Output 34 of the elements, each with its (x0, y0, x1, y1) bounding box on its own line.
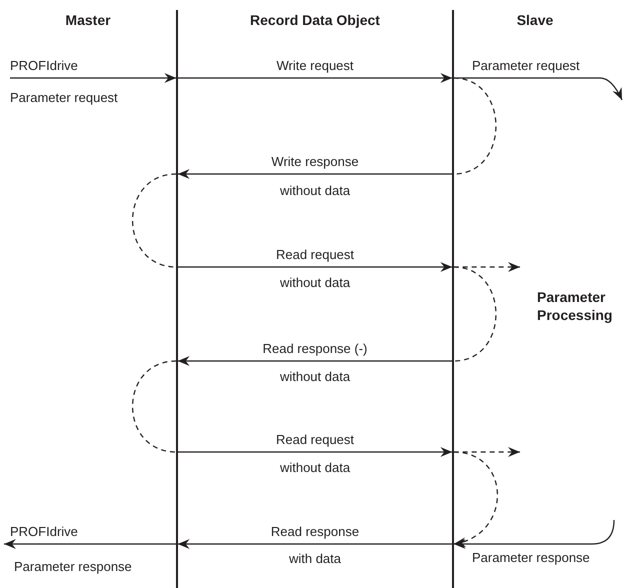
message-label: Write request (276, 58, 354, 73)
dashed-connector (454, 266, 496, 362)
message-label: Parameter request (10, 90, 118, 105)
arrow (4, 539, 176, 549)
message-label: PROFIdrive (10, 524, 78, 539)
lane-heading: Slave (516, 12, 554, 29)
message-label: Read request (276, 247, 354, 262)
message-label: Parameter response (14, 559, 132, 574)
message-label: without data (280, 460, 350, 475)
message-label: without data (280, 275, 350, 290)
arrow (178, 73, 452, 83)
lane-heading: Record Data Object (250, 12, 380, 29)
arrow (178, 262, 452, 272)
message-label: Read request (276, 432, 354, 447)
message-label: without data (280, 183, 350, 198)
message-label: Read response (270, 524, 360, 539)
dashed-connector (454, 77, 496, 175)
message-label: with data (288, 551, 342, 566)
message-label: Read response (-) (262, 341, 368, 356)
message-label: Parameter request (472, 58, 580, 73)
message-label: Write response (271, 154, 359, 169)
dashed-connector (132, 360, 176, 453)
lane-heading: Master (65, 12, 111, 29)
arrow (10, 73, 176, 83)
arrow (178, 169, 452, 179)
dashed-connector (132, 173, 176, 268)
message-label: Parameter response (472, 550, 590, 565)
arrow (178, 447, 452, 457)
arrow (178, 539, 452, 549)
dashed-arrow (454, 451, 498, 546)
arrow (178, 356, 452, 366)
message-label: PROFIdrive (10, 58, 78, 73)
arrow (454, 520, 615, 549)
message-label: without data (280, 369, 350, 384)
